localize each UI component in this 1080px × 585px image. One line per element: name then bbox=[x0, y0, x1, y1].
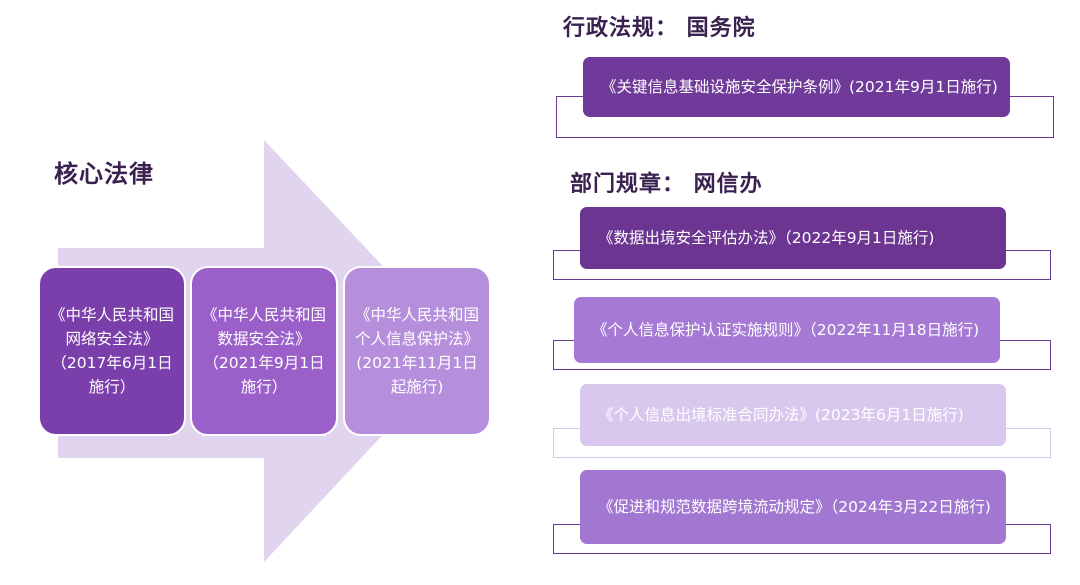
regulation-text: 《个人信息保护认证实施规则》（2022年11月18日施行) bbox=[592, 321, 980, 339]
regulation-text: 《数据出境安全评估办法》（2022年9月1日施行) bbox=[598, 229, 935, 247]
regulation-box-standard-contract: 《个人信息出境标准合同办法》(2023年6月1日施行) bbox=[580, 384, 1006, 446]
regulation-box-data-export: 《数据出境安全评估办法》（2022年9月1日施行) bbox=[580, 207, 1006, 269]
law-text: 《中华人民共和国个人信息保护法》(2021年11月1日起施行) bbox=[355, 306, 480, 396]
law-text: 《中华人民共和国网络安全法》（2017年6月1日施行） bbox=[50, 306, 175, 396]
regulation-text: 《促进和规范数据跨境流动规定》（2024年3月22日施行) bbox=[598, 498, 991, 516]
law-box-cybersecurity: 《中华人民共和国网络安全法》（2017年6月1日施行） bbox=[38, 266, 186, 436]
law-box-personal-info: 《中华人民共和国个人信息保护法》(2021年11月1日起施行) bbox=[343, 266, 491, 436]
regulation-box-cross-border: 《促进和规范数据跨境流动规定》（2024年3月22日施行) bbox=[580, 470, 1006, 544]
law-text: 《中华人民共和国数据安全法》（2021年9月1日施行） bbox=[202, 306, 327, 396]
regulation-text: 《关键信息基础设施安全保护条例》(2021年9月1日施行) bbox=[601, 78, 998, 96]
regulation-box-cii: 《关键信息基础设施安全保护条例》(2021年9月1日施行) bbox=[583, 57, 1010, 117]
core-law-heading: 核心法律 bbox=[54, 160, 154, 188]
dept-regulation-heading: 部门规章： 网信办 bbox=[570, 172, 763, 197]
regulation-box-certification: 《个人信息保护认证实施规则》（2022年11月18日施行) bbox=[574, 297, 1000, 363]
regulation-text: 《个人信息出境标准合同办法》(2023年6月1日施行) bbox=[598, 406, 964, 424]
admin-regulation-heading: 行政法规： 国务院 bbox=[563, 16, 756, 41]
law-box-data-security: 《中华人民共和国数据安全法》（2021年9月1日施行） bbox=[190, 266, 338, 436]
